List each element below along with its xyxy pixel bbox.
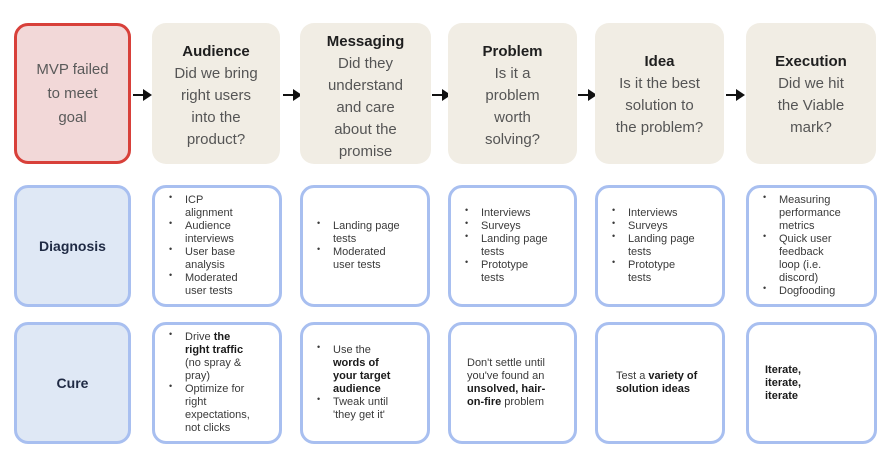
item-text: Test a <box>616 370 649 382</box>
stage-title: Messaging <box>326 33 405 50</box>
list-item: Dogfooding <box>763 282 841 298</box>
stage-title: Problem <box>482 43 543 60</box>
stage-idea: Idea Is it the best solution to the prob… <box>595 23 724 164</box>
list-item: Use the words of your target audience <box>317 341 391 396</box>
diagnosis-cell-idea: Interviews Surveys Landing page tests Pr… <box>595 185 725 307</box>
stage-question: Did we hit the Viable mark? <box>777 75 845 136</box>
bullet-list: Drive the right traffic (no spray & pray… <box>155 328 250 435</box>
bullet-list: Interviews Surveys Landing page tests Pr… <box>451 204 548 285</box>
cure-cell-messaging: Use the words of your target audience Tw… <box>300 322 430 444</box>
list-item: Surveys <box>465 217 548 233</box>
diagnosis-cell-execution: Measuring performance metrics Quick user… <box>746 185 877 307</box>
bullet-list: ICP alignment Audience interviews User b… <box>155 191 238 298</box>
list-item: ICP alignment <box>169 191 238 220</box>
cure-cell-problem: Don't settle until you've found an unsol… <box>448 322 577 444</box>
arrow-icon <box>432 89 451 101</box>
list-item: Prototype tests <box>612 256 695 285</box>
list-item: Interviews <box>612 204 695 220</box>
emphasis-text: words of your target audience <box>333 357 391 395</box>
emphasis-text: Iterate, iterate, iterate <box>765 363 802 402</box>
stage-title: Idea <box>644 53 675 70</box>
cure-cell-idea: Test a variety of solution ideas <box>595 322 725 444</box>
item-text: problem <box>501 396 545 408</box>
cure-text: Don't settle until you've found an unsol… <box>451 357 545 409</box>
cure-cell-execution: Iterate, iterate, iterate <box>746 322 877 444</box>
arrow-icon <box>133 89 152 101</box>
stage-title: Execution <box>775 53 847 70</box>
item-text: (no spray & pray) <box>185 357 242 382</box>
bullet-list: Interviews Surveys Landing page tests Pr… <box>598 204 695 285</box>
stage-problem: Problem Is it a problem worth solving? <box>448 23 577 164</box>
list-item: Landing page tests <box>612 230 695 259</box>
arrow-icon <box>283 89 302 101</box>
stage-execution: Execution Did we hit the Viable mark? <box>746 23 876 164</box>
list-item: Interviews <box>465 204 548 220</box>
row-label-diagnosis: Diagnosis <box>14 185 131 307</box>
arrow-icon <box>578 89 597 101</box>
emphasis-text: unsolved, hair- on-fire <box>467 383 546 408</box>
start-text: MVP failed to meet goal <box>36 60 109 126</box>
cure-cell-audience: Drive the right traffic (no spray & pray… <box>152 322 282 444</box>
list-item: Quick user feedback loop (i.e. discord) <box>763 230 841 285</box>
diagnosis-cell-audience: ICP alignment Audience interviews User b… <box>152 185 282 307</box>
stage-audience: Audience Did we bring right users into t… <box>152 23 280 164</box>
cure-label: Cure <box>56 375 89 391</box>
stage-question: Did they understand and care about the p… <box>327 55 404 160</box>
bullet-list: Use the words of your target audience Tw… <box>303 341 391 422</box>
item-text: Drive <box>185 331 214 343</box>
list-item: Audience interviews <box>169 217 238 246</box>
diagnosis-cell-messaging: Landing page tests Moderated user tests <box>300 185 430 307</box>
row-label-cure: Cure <box>14 322 131 444</box>
list-item: Measuring performance metrics <box>763 191 841 233</box>
list-item: Landing page tests <box>317 217 400 246</box>
stage-question: Is it the best solution to the problem? <box>615 75 704 136</box>
list-item: User base analysis <box>169 243 238 272</box>
item-text: Use the <box>333 344 371 356</box>
list-item: Optimize for right expectations, not cli… <box>169 380 250 435</box>
bullet-list: Measuring performance metrics Quick user… <box>749 191 841 298</box>
list-item: Landing page tests <box>465 230 548 259</box>
cure-text: Iterate, iterate, iterate <box>749 364 801 403</box>
list-item: Prototype tests <box>465 256 548 285</box>
list-item: Surveys <box>612 217 695 233</box>
stage-question: Did we bring right users into the produc… <box>174 65 258 148</box>
bullet-list: Landing page tests Moderated user tests <box>303 217 400 272</box>
item-text: Don't settle until you've found an <box>467 357 545 382</box>
list-item: Tweak until 'they get it' <box>317 393 390 422</box>
diagnosis-cell-problem: Interviews Surveys Landing page tests Pr… <box>448 185 577 307</box>
list-item: Moderated user tests <box>169 269 237 298</box>
diagnosis-label: Diagnosis <box>39 238 106 254</box>
list-item: Moderated user tests <box>317 243 400 272</box>
emphasis-text: the right traffic <box>185 331 244 356</box>
stage-title: Audience <box>182 43 250 60</box>
list-item: Drive the right traffic (no spray & pray… <box>169 328 250 383</box>
stage-messaging: Messaging Did they understand and care a… <box>300 23 431 164</box>
stage-question: Is it a problem worth solving? <box>484 65 541 148</box>
cure-text: Test a variety of solution ideas <box>598 370 697 396</box>
arrow-icon <box>726 89 745 101</box>
start-node: MVP failed to meet goal <box>14 23 131 164</box>
emphasis-text: variety of solution ideas <box>616 370 698 395</box>
